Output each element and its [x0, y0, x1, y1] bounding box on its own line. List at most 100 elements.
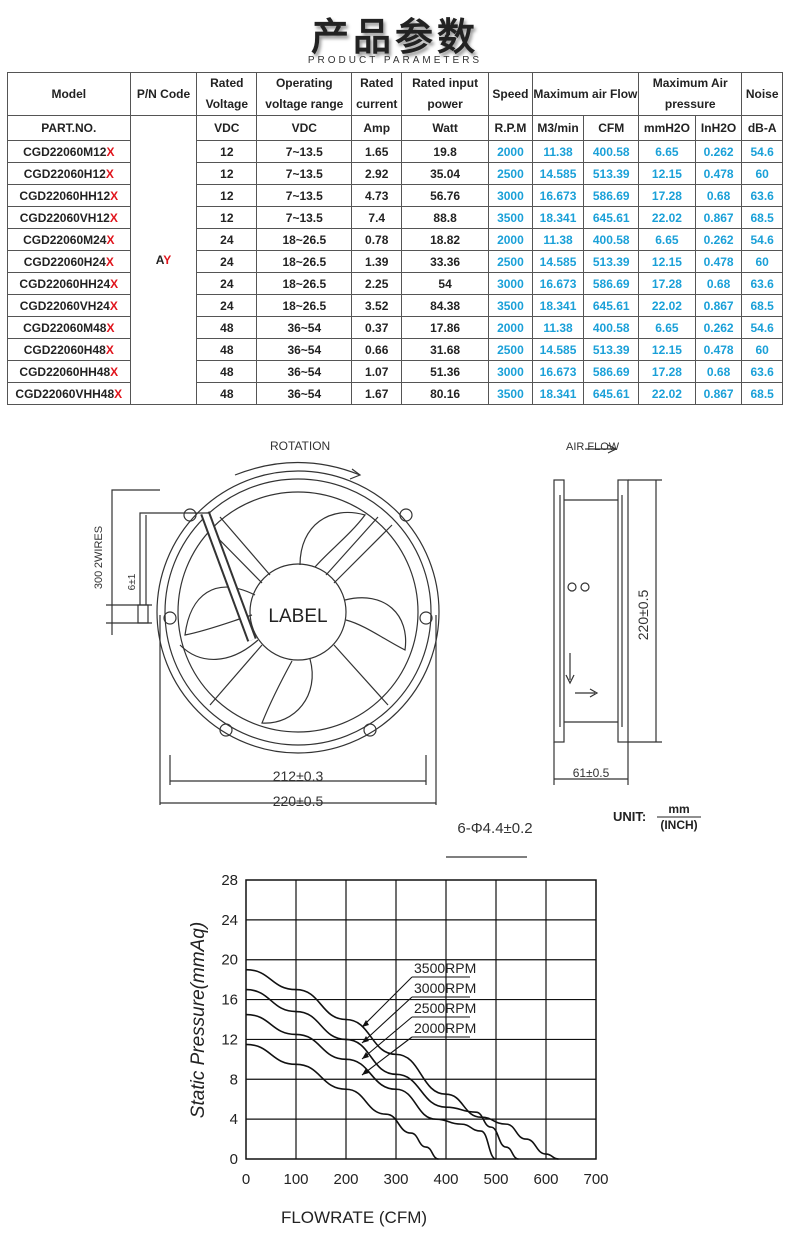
model-cell: CGD22060M24X	[7, 228, 131, 251]
title-en: PRODUCT PARAMETERS	[307, 55, 483, 66]
cell-mmh2o: 17.28	[638, 360, 696, 383]
cell-rpm: 3000	[488, 360, 533, 383]
chart-frame	[245, 879, 597, 1160]
series-leader-arrow	[362, 1052, 369, 1059]
model-suffix: X	[110, 364, 119, 379]
cell-watt: 84.38	[401, 294, 490, 317]
cell-m3: 18.341	[531, 294, 585, 317]
cell-range: 36~54	[256, 316, 353, 339]
model-name: CGD22060VH24	[19, 298, 110, 313]
model-name: CGD22060H12	[23, 166, 106, 181]
cell-rpm: 3000	[488, 184, 533, 207]
cell-db: 54.6	[741, 228, 783, 251]
cell-inh2o: 0.867	[694, 294, 743, 317]
model-suffix: X	[110, 276, 119, 291]
cell-range: 7~13.5	[256, 140, 353, 163]
pn-code-suffix: Y	[163, 253, 172, 267]
cell-inh2o: 0.262	[694, 316, 743, 339]
cell-m3: 11.38	[531, 316, 585, 339]
pn-code: A	[155, 253, 164, 267]
cell-mmh2o: 6.65	[638, 228, 696, 251]
model-suffix: X	[106, 320, 115, 335]
cell-v: 48	[196, 316, 258, 339]
cell-rpm: 2500	[488, 162, 533, 185]
model-name: CGD22060M12	[23, 144, 107, 159]
cell-range: 7~13.5	[256, 184, 353, 207]
model-suffix: X	[106, 232, 115, 247]
table-subheader-cell: CFM	[583, 115, 640, 141]
model-name: CGD22060H24	[23, 254, 106, 269]
y-tick-label: 28	[221, 872, 238, 889]
cell-mmh2o: 22.02	[638, 294, 696, 317]
cell-watt: 54	[401, 272, 490, 295]
cell-v: 48	[196, 338, 258, 361]
model-cell: CGD22060M48X	[7, 316, 131, 339]
model-cell: CGD22060H24X	[7, 250, 131, 273]
table-subheader-cell: M3/min	[531, 115, 585, 141]
model-suffix: X	[110, 188, 119, 203]
x-tick-label: 200	[333, 1171, 358, 1188]
series-line-3500rpm	[245, 968, 559, 1160]
cell-v: 48	[196, 382, 258, 405]
model-name: CGD22060HH48	[19, 364, 111, 379]
cell-watt: 80.16	[401, 382, 490, 405]
cell-v: 24	[196, 272, 258, 295]
cell-mmh2o: 6.65	[638, 140, 696, 163]
table-header-cell: Operating voltage range	[256, 72, 353, 116]
cell-range: 7~13.5	[256, 162, 353, 185]
cell-cfm: 513.39	[583, 250, 640, 273]
cell-mmh2o: 6.65	[638, 316, 696, 339]
series-leader-arrow	[362, 1036, 369, 1043]
x-tick-label: 0	[242, 1171, 250, 1188]
model-name: CGD22060VHH48	[15, 386, 115, 401]
cell-m3: 14.585	[531, 162, 585, 185]
cell-cfm: 645.61	[583, 382, 640, 405]
cell-amp: 0.66	[351, 338, 403, 361]
model-name: CGD22060M48	[23, 320, 107, 335]
cell-v: 12	[196, 184, 258, 207]
series-leader-arrow	[362, 1020, 369, 1027]
model-cell: CGD22060M12X	[7, 140, 131, 163]
series-label: 2000RPM	[414, 1020, 476, 1036]
cell-watt: 18.82	[401, 228, 490, 251]
cell-watt: 88.8	[401, 206, 490, 229]
cell-m3: 11.38	[531, 140, 585, 163]
series-leader-line	[361, 1036, 413, 1076]
cell-mmh2o: 12.15	[638, 162, 696, 185]
series-line-2000rpm	[245, 1043, 439, 1160]
wires-label: 2WIRES	[93, 526, 105, 568]
cell-cfm: 513.39	[583, 162, 640, 185]
table-header-cell: Maximum air Flow	[531, 72, 640, 116]
cell-amp: 4.73	[351, 184, 403, 207]
cell-rpm: 3000	[488, 272, 533, 295]
model-name: CGD22060HH12	[19, 188, 111, 203]
cell-cfm: 400.58	[583, 140, 640, 163]
cell-m3: 14.585	[531, 250, 585, 273]
table-header-cell: Maximum Air pressure	[638, 72, 743, 116]
cell-inh2o: 0.68	[694, 360, 743, 383]
cell-m3: 16.673	[531, 272, 585, 295]
cell-db: 63.6	[741, 184, 783, 207]
cell-inh2o: 0.478	[694, 250, 743, 273]
cell-db: 68.5	[741, 206, 783, 229]
chart-ylabel: Static Pressure(mmAq)	[188, 922, 209, 1118]
model-suffix: X	[109, 298, 118, 313]
x-tick-label: 100	[283, 1171, 308, 1188]
cell-amp: 7.4	[351, 206, 403, 229]
cell-inh2o: 0.68	[694, 184, 743, 207]
unit-top: mm	[668, 802, 689, 816]
cell-inh2o: 0.478	[694, 162, 743, 185]
series-line-3000rpm	[245, 988, 519, 1160]
x-tick-label: 400	[433, 1171, 458, 1188]
cell-rpm: 2500	[488, 250, 533, 273]
cell-amp: 0.78	[351, 228, 403, 251]
y-tick-label: 24	[221, 912, 238, 929]
model-name: CGD22060M24	[23, 232, 107, 247]
table-header-cell: Model	[7, 72, 131, 116]
cell-inh2o: 0.867	[694, 382, 743, 405]
